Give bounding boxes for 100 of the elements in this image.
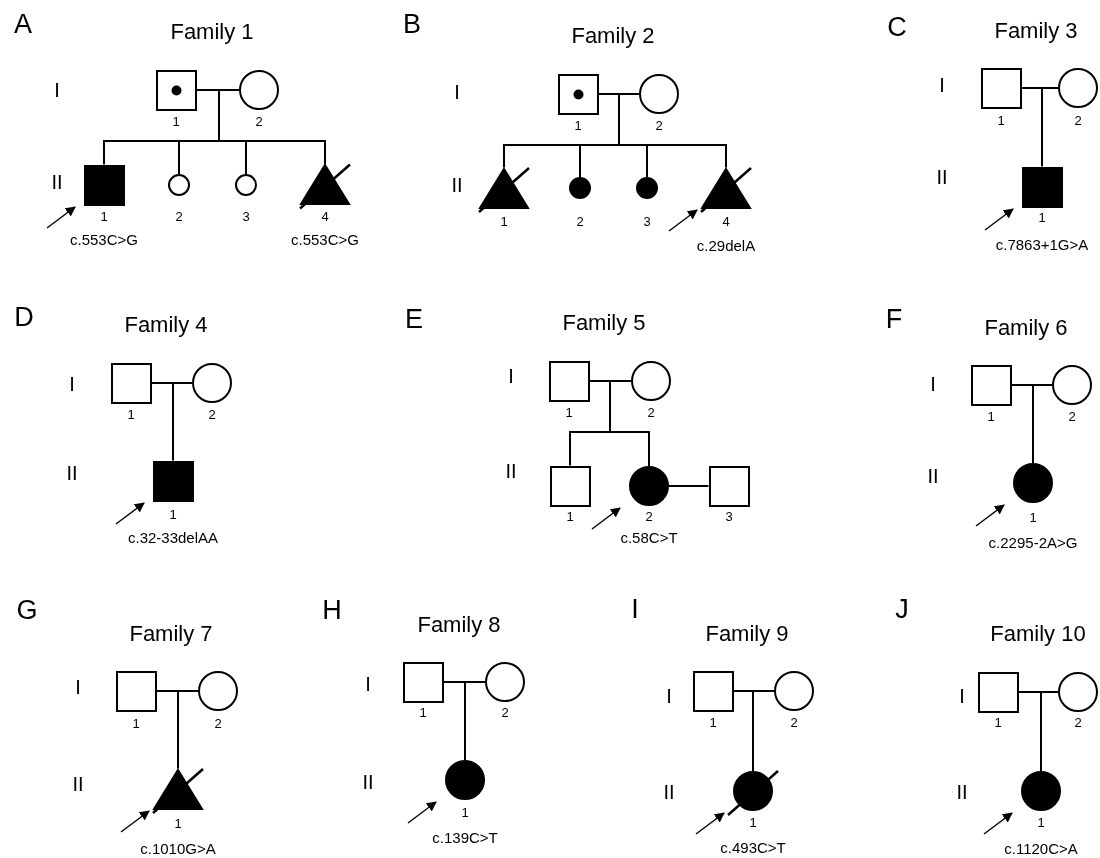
individual-number: 2 [576,214,584,228]
generation-label: I [508,366,514,386]
proband-arrow [983,812,1013,835]
individual-number: 3 [643,214,651,228]
generation-label: I [75,677,81,697]
mating-line [1010,384,1053,386]
variant-label: c.553C>G [70,231,138,247]
individual-number: 2 [214,716,222,730]
panel-letter: E [405,305,423,333]
generation-label: I [930,374,936,394]
proband-arrow [591,507,621,530]
individual-number: 1 [100,209,108,223]
individual-number: 2 [501,705,509,719]
individual-number: 1 [1037,815,1045,829]
individual-number: 2 [647,405,655,419]
mating-line [155,690,199,692]
individual-number: 1 [174,816,182,830]
panel-letter: I [631,595,639,623]
generation-label: I [365,674,371,694]
generation-label: II [51,172,63,192]
generation-label: I [69,374,75,394]
proband-arrow [668,209,698,232]
family-title: Family 1 [170,21,254,43]
individual-number: 1 [461,805,469,819]
panel-letter: H [322,596,342,624]
generation-label: II [956,782,968,802]
generation-label: II [72,774,84,794]
generation-label: I [939,75,945,95]
individual-number: 4 [722,214,730,228]
family-title: Family 9 [705,623,789,645]
variant-label: c.58C>T [620,529,678,545]
individual-number: 1 [500,214,508,228]
variant-label: c.2295-2A>G [988,534,1078,550]
family-title: Family 8 [417,614,501,636]
individual-number: 3 [242,209,250,223]
individual-number: 2 [175,209,183,223]
mating-line [195,89,240,91]
variant-label: c.29delA [696,237,756,253]
mating-line [442,681,486,683]
individual-number: 1 [1038,210,1046,224]
individual-number: 1 [987,409,995,423]
variant-label: c.1120C>A [1004,840,1078,856]
individual-number: 1 [419,705,427,719]
individual-number: 1 [994,715,1002,729]
individual-number: 2 [1074,113,1082,127]
variant-label: c.1010G>A [140,840,216,856]
individual-number: 1 [574,118,582,132]
mating-line [1020,87,1059,89]
individual-number: 1 [127,407,135,421]
individual-number: 1 [566,509,574,523]
generation-label: II [927,466,939,486]
generation-label: I [454,82,460,102]
mating-line [668,485,710,487]
family-title: Family 5 [562,312,646,334]
proband-arrow [120,810,150,833]
panel-letter: B [403,10,421,38]
proband-arrow [984,208,1014,231]
proband-arrow [407,801,437,824]
individual-number: 1 [172,114,180,128]
panel-letter: D [14,303,34,331]
individual-number: 1 [709,715,717,729]
proband-arrow [115,502,145,525]
proband-arrow [46,206,76,229]
mating-line [597,93,640,95]
variant-label: c.493C>T [720,839,786,855]
generation-label: II [451,175,463,195]
variant-label: c.553C>G [291,231,359,247]
generation-label: II [505,461,517,481]
variant-label: c.7863+1G>A [995,236,1089,252]
family-title: Family 3 [994,20,1078,42]
panel-letter: C [887,13,907,41]
panel-letter: G [16,596,38,624]
individual-number: 1 [565,405,573,419]
individual-number: 1 [132,716,140,730]
panel-letter: J [895,595,909,623]
mating-line [588,380,632,382]
mating-line [1017,691,1059,693]
mating-line [150,382,193,384]
panel-letter: F [885,305,903,333]
individual-number: 1 [169,507,177,521]
proband-arrow [695,812,725,835]
individual-number: 2 [208,407,216,421]
generation-label: II [66,463,78,483]
generation-label: I [666,686,672,706]
panel-letter: A [14,10,32,38]
individual-number: 2 [1068,409,1076,423]
individual-number: 4 [321,209,329,223]
individual-number: 3 [725,509,733,523]
generation-label: II [663,782,675,802]
family-title: Family 10 [990,623,1086,645]
family-title: Family 6 [984,317,1068,339]
individual-number: 2 [255,114,263,128]
individual-number: 2 [655,118,663,132]
family-title: Family 7 [129,623,213,645]
individual-number: 1 [997,113,1005,127]
family-title: Family 2 [571,25,655,47]
individual-number: 2 [1074,715,1082,729]
family-title: Family 4 [124,314,208,336]
individual-number: 1 [1029,510,1037,524]
individual-number: 1 [749,815,757,829]
